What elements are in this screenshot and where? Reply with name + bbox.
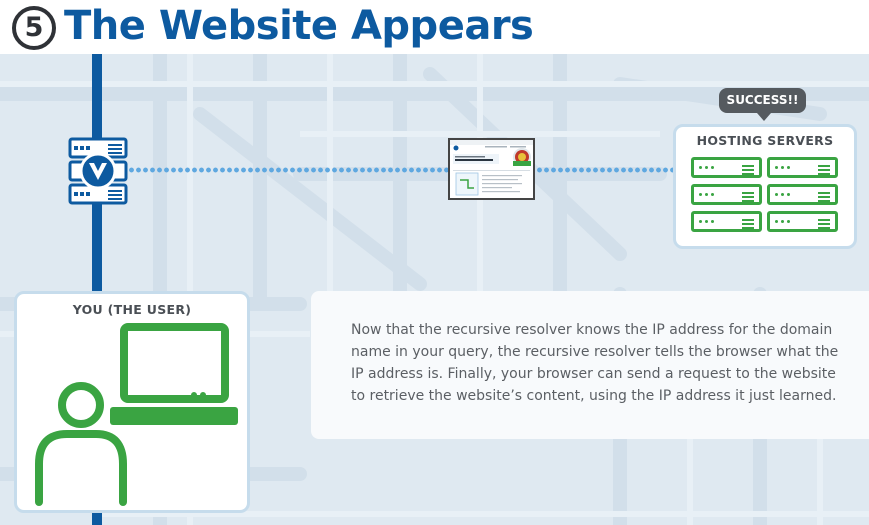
user-box: YOU (THE USER) [14,291,250,513]
server-rack-icon [691,184,762,205]
description-panel: Now that the recursive resolver knows th… [311,291,869,439]
connection-line-vertical [92,54,102,525]
laptop-icon [110,323,238,425]
server-rack-icon [691,211,762,232]
resolver-server-icon [68,137,128,205]
hosting-servers-box: HOSTING SERVERS [673,124,857,249]
webpage-thumbnail-icon [450,140,533,198]
title-bar: 5 The Website Appears [0,0,869,54]
user-label: YOU (THE USER) [72,302,192,317]
server-rack-icon [691,157,762,178]
server-rack-icon [767,211,838,232]
connection-line-webpage-to-hosting [536,167,673,173]
server-rack-icon [767,157,838,178]
page-title: The Website Appears [64,3,534,49]
person-icon [35,382,127,506]
hosting-servers-label: HOSTING SERVERS [696,133,834,148]
success-badge: SUCCESS!! [719,88,806,121]
connection-line-resolver-to-webpage [128,167,448,173]
webpage-thumbnail [448,138,535,200]
description-text: Now that the recursive resolver knows th… [351,322,839,404]
server-rack-icon [767,184,838,205]
step-number-badge: 5 [12,6,56,50]
